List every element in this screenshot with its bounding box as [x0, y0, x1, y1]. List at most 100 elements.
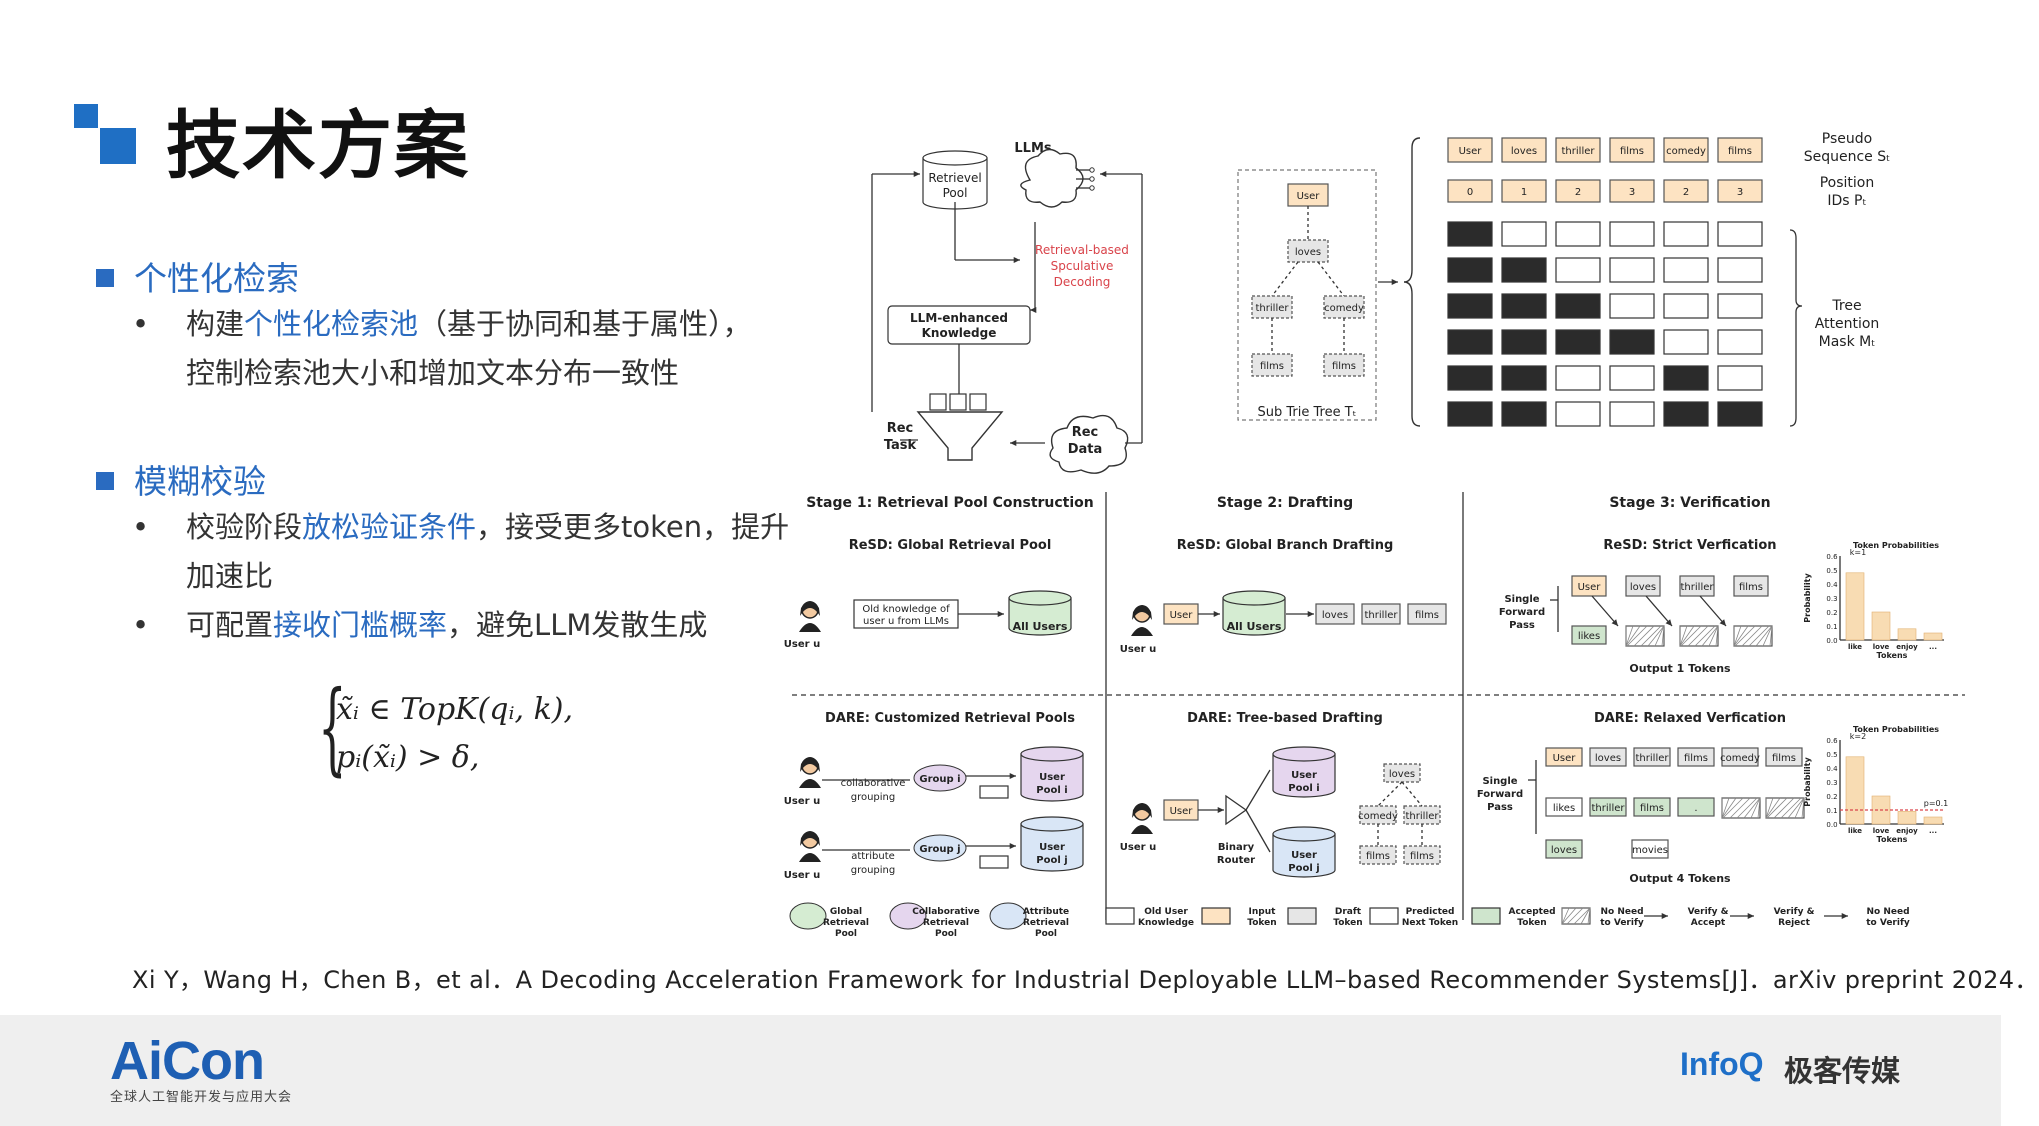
position-token: [1717, 179, 1763, 203]
token-prob-chart-1-xtick: like: [1848, 643, 1862, 651]
bullet-dot: •: [132, 608, 150, 642]
stage2-user-body-icon: [1131, 627, 1153, 636]
legend-label: Retrieval: [923, 918, 969, 928]
stage3-dare-pred-token-label: likes: [1553, 803, 1575, 814]
token-prob-chart-1-ytick: 0.3: [1826, 595, 1837, 603]
rec-data-cloud-icon: [1049, 414, 1129, 474]
hatch-line: [1736, 797, 1758, 819]
hatch-line: [1680, 625, 1702, 647]
retrieval-pool-label: Pool: [943, 186, 968, 200]
tree-attention-mask-label: Mask Mₜ: [1819, 334, 1876, 350]
arrow-head: [1030, 306, 1037, 314]
hatch-line: [1769, 625, 1773, 647]
hatch-line: [1773, 797, 1795, 819]
mask-cell-filled: [1447, 401, 1493, 427]
hatch-line: [1734, 625, 1756, 647]
formula-line-1: x̃ᵢ ∈ TopK(qᵢ, k),: [336, 692, 574, 727]
collab-grouping-label: collaborative: [841, 778, 906, 789]
user-pool-i-label: User: [1039, 772, 1065, 783]
token-prob-chart-1-ytick: 0.2: [1826, 609, 1837, 617]
hatch-line: [1794, 797, 1805, 819]
stage2-draft-token: [1315, 603, 1355, 625]
stage3-next-token-label: loves: [1551, 845, 1577, 856]
mask-cell-filled: [1501, 401, 1547, 427]
stage2-draft-token-label: films: [1415, 610, 1439, 621]
arrow-head: [1391, 278, 1398, 286]
token-prob-chart-2-title: Token Probabilities: [1853, 725, 1939, 734]
hatch-line: [1633, 625, 1655, 647]
group-j-label: Group j: [919, 844, 960, 855]
pseudo-token: [1447, 137, 1493, 163]
hatch-line: [1654, 625, 1665, 647]
aicon-logo: AiCon: [110, 1031, 265, 1091]
stage3-dare-pred-token: [1589, 797, 1627, 817]
user-pool-i-body: [1020, 753, 1084, 802]
trie-node-loves: [1287, 239, 1329, 263]
tree-token-thriller-label: thriller: [1406, 811, 1440, 822]
stage3-dare-token: [1677, 747, 1715, 767]
hatch-line: [1733, 625, 1749, 647]
hatch-line: [1741, 625, 1763, 647]
hatch-line: [1757, 797, 1761, 819]
mask-cell-filled: [1501, 365, 1547, 391]
stage3-dare-pred-token-label: thriller: [1592, 803, 1626, 814]
token-prob-chart-1-xlabel: Tokens: [1877, 651, 1908, 660]
tree-token-loves-label: loves: [1389, 769, 1415, 780]
mask-cell-empty: [1555, 365, 1601, 391]
user-label: User u: [1120, 842, 1156, 853]
token-prob-chart-1-xtick: enjoy: [1896, 643, 1918, 651]
mask-cell-empty: [1555, 401, 1601, 427]
token-prob-chart-2-xtick: enjoy: [1896, 827, 1918, 835]
user-pool-j-body: [1020, 823, 1084, 872]
token-prob-chart-1-xtick: love: [1873, 643, 1890, 651]
token-prob-chart-1-xtick: ...: [1929, 643, 1937, 651]
rbsd-label: Spculative: [1051, 259, 1114, 273]
single-forward-pass-label: Pass: [1487, 802, 1513, 813]
infoq-cn-logo: 极客传媒: [1784, 1054, 1901, 1088]
stage2-user-pool-j-top: [1272, 826, 1336, 842]
token-prob-chart-2-p-label: p=0.1: [1924, 799, 1949, 808]
stage1-title: Stage 1: Retrieval Pool Construction: [806, 495, 1094, 511]
mask-cell-filled: [1447, 257, 1493, 283]
stage3-resd-title: ReSD: Strict Verfication: [1603, 538, 1776, 553]
user-pool-i-label: User: [1291, 770, 1317, 781]
hatch-line: [1561, 907, 1577, 925]
mask-cell-empty: [1717, 365, 1763, 391]
stage3-resd-token: [1625, 575, 1661, 597]
legend-token-swatch: [1287, 907, 1317, 925]
mask-cell-filled: [1663, 401, 1709, 427]
mask-cell-empty: [1663, 221, 1709, 247]
rec-data-label: Data: [1068, 442, 1103, 457]
token-prob-chart-2-ytick: 0.0: [1826, 821, 1837, 829]
legend-label: Verify &: [1688, 907, 1729, 917]
mask-cell-empty: [1663, 257, 1709, 283]
arrow-head: [1009, 772, 1016, 780]
user-pool-i-label: Pool i: [1288, 783, 1319, 794]
stage2-draft-token-label: loves: [1322, 610, 1348, 621]
output-1-tokens-label: Output 1 Tokens: [1629, 662, 1731, 675]
user-pool-j-top: [1020, 816, 1084, 832]
section-bullet-square: [96, 268, 114, 287]
legend-label: Retrieval: [823, 918, 869, 928]
legend-token-swatch: [1201, 907, 1231, 925]
token-prob-chart-1-title: Token Probabilities: [1853, 541, 1939, 550]
binary-router-icon: [1225, 794, 1248, 826]
legend-token-swatch: [1471, 907, 1501, 925]
stage3-dare-token: [1589, 747, 1627, 767]
hatch-line: [1787, 797, 1805, 819]
position-token-label: 0: [1467, 187, 1473, 198]
bullet-text: 校验阶段放松验证条件，接受更多token，提升: [186, 503, 789, 552]
verify-arrow: [1699, 595, 1727, 627]
stage3-dare-token-label: thriller: [1636, 753, 1670, 764]
section-heading-personalized-retrieval: 个性化检索: [96, 252, 299, 300]
infoq-logo: InfoQ: [1680, 1046, 1764, 1082]
stage2-user-tree-body-icon: [1131, 825, 1153, 834]
old-knowledge-box: [853, 599, 959, 629]
stage3-likes-token-label: likes: [1578, 631, 1600, 642]
hatch-line: [1766, 797, 1788, 819]
legend-label: Token: [1247, 918, 1276, 928]
token-prob-chart-2-xlabel: Tokens: [1877, 835, 1908, 844]
token-prob-chart-2-k-label: k=2: [1850, 732, 1866, 741]
figure-canvas: RetrievelPoolLLMsRetrieval-basedSpculati…: [784, 131, 1965, 939]
pseudo-sequence-label: Sequence Sₜ: [1804, 149, 1891, 165]
